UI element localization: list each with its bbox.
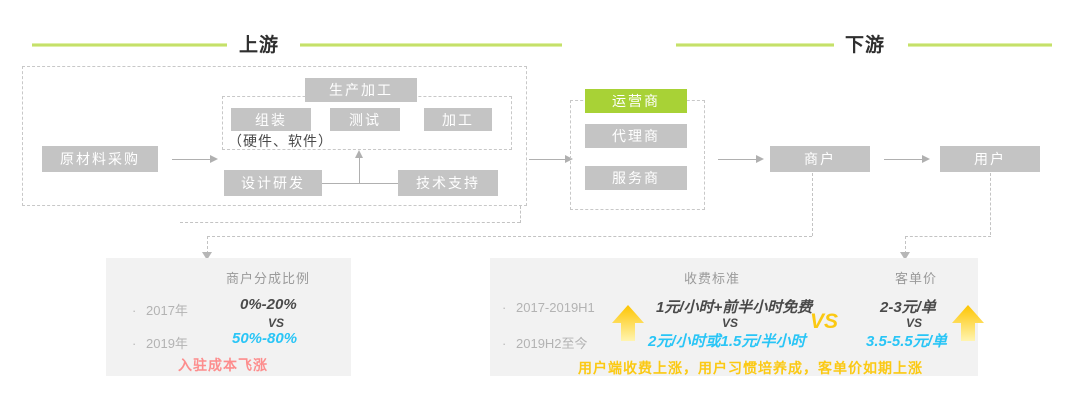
support-join-line [322, 183, 398, 184]
box-testing[interactable]: 测试 [330, 108, 400, 131]
arrow-merchant-to-user-head [922, 155, 930, 163]
box-design-rd[interactable]: 设计研发 [224, 170, 322, 196]
box-agent[interactable]: 代理商 [585, 124, 687, 148]
box-merchant[interactable]: 商户 [770, 146, 870, 172]
box-assembly[interactable]: 组装 [231, 108, 311, 131]
operator-cluster-container [570, 100, 705, 210]
box-operator[interactable]: 运营商 [585, 89, 687, 113]
panel-right-period-1: · 2019H2至今 [502, 333, 588, 352]
panel-merchant-share [106, 258, 351, 376]
arrow-operator-to-merchant-line [718, 159, 756, 160]
connector-upstream-horizontal [180, 222, 520, 223]
box-service-provider[interactable]: 服务商 [585, 166, 687, 190]
panel-fee-and-price [490, 258, 978, 376]
panel-right-price-title: 客单价 [895, 271, 938, 286]
connector-to-left-panel-horizontal [207, 236, 812, 237]
bullet-dot: · [132, 336, 137, 351]
connector-merchant-drop [812, 173, 813, 236]
connector-user-horizontal [905, 236, 991, 237]
box-processing[interactable]: 加工 [424, 108, 492, 131]
panel-right-price-vs: VS [906, 316, 923, 330]
connector-left-panel-arrowhead [202, 252, 212, 260]
panel-left-value-new: 50%-80% [232, 330, 298, 347]
period-label: 2019年 [146, 336, 188, 351]
panel-right-fee-title: 收费标准 [684, 271, 741, 286]
connector-right-panel-drop [905, 236, 906, 254]
panel-right-period-0: · 2017-2019H1 [502, 300, 595, 315]
box-user[interactable]: 用户 [940, 146, 1040, 172]
connector-user-drop [990, 173, 991, 235]
panel-right-note: 用户端收费上涨，用户习惯培养成，客单价如期上涨 [578, 360, 923, 376]
panel-left-title: 商户分成比例 [226, 271, 311, 286]
upstream-title: 上游 [239, 35, 280, 56]
panel-right-fee-new: 2元/小时或1.5元/半小时 [648, 333, 806, 350]
arrow-upstream-to-operator-line [529, 159, 565, 160]
panel-right-fee-vs: VS [722, 316, 739, 330]
downstream-rule-left [676, 43, 834, 47]
arrow-upstream-to-operator-head [565, 155, 573, 163]
support-up-arrowhead [355, 150, 363, 158]
period-label: 2017年 [146, 303, 188, 318]
panel-left-vs: VS [268, 316, 285, 330]
label-hardware-software: （硬件、软件） [228, 133, 333, 149]
panel-right-price-old: 2-3元/单 [880, 299, 936, 316]
upstream-container [22, 66, 527, 206]
panel-left-value-old: 0%-20% [240, 296, 297, 313]
downstream-title: 下游 [845, 35, 886, 56]
connector-left-panel-drop [207, 236, 208, 254]
fee-up-arrow-icon [612, 305, 644, 341]
connector-upstream-vertical-right [520, 206, 521, 223]
arrow-operator-to-merchant-head [756, 155, 764, 163]
box-raw-material[interactable]: 原材料采购 [42, 146, 158, 172]
connector-right-panel-arrowhead [900, 252, 910, 260]
support-up-line [359, 156, 360, 183]
panel-right-center-vs: VS [810, 310, 839, 333]
arrow-merchant-to-user-line [884, 159, 922, 160]
arrow-raw-to-production-line [172, 159, 210, 160]
bullet-dot: · [502, 336, 507, 351]
panel-left-note: 入驻成本飞涨 [178, 357, 268, 373]
upstream-rule-left [32, 43, 227, 47]
box-tech-support[interactable]: 技术支持 [398, 170, 498, 196]
panel-right-fee-old: 1元/小时+前半小时免费 [656, 299, 813, 316]
period-label: 2017-2019H1 [516, 300, 595, 315]
period-label: 2019H2至今 [516, 336, 588, 351]
panel-right-price-new: 3.5-5.5元/单 [866, 333, 947, 350]
arrow-raw-to-production-head [210, 155, 218, 163]
price-up-arrow-icon [952, 305, 984, 341]
bullet-dot: · [502, 300, 507, 315]
upstream-rule-right [300, 43, 562, 47]
bullet-dot: · [132, 303, 137, 318]
panel-left-period-0: · 2017年 [132, 300, 188, 319]
box-production[interactable]: 生产加工 [305, 78, 417, 102]
downstream-rule-right [908, 43, 1052, 47]
panel-left-period-1: · 2019年 [132, 333, 188, 352]
